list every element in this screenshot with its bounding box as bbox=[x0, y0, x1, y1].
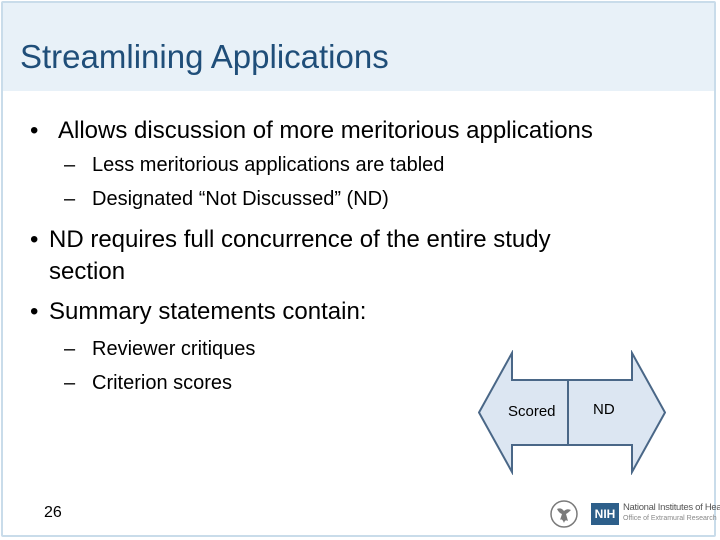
bullet-marker: • bbox=[30, 117, 39, 144]
sub-bullet-reviewer-critiques: Reviewer critiques bbox=[92, 338, 256, 360]
bullet-allows-discussion: Allows discussion of more meritorious ap… bbox=[58, 117, 593, 144]
sub-bullet-criterion-scores: Criterion scores bbox=[92, 372, 233, 394]
sub-bullet-not-discussed: Designated “Not Discussed” (ND) bbox=[92, 188, 389, 210]
dash-marker: – bbox=[64, 188, 76, 210]
bullet-nd-requires-line2: section bbox=[49, 258, 126, 285]
bullet-summary-statements: Summary statements contain: bbox=[49, 298, 367, 325]
nih-name: National Institutes of Health bbox=[623, 502, 720, 513]
bullet-marker: • bbox=[30, 298, 39, 325]
slide-title: Streamlining Applications bbox=[20, 38, 389, 75]
scored-label: Scored bbox=[508, 403, 556, 420]
hhs-eagle-icon bbox=[550, 500, 578, 528]
dash-marker: – bbox=[64, 154, 76, 176]
title-bar bbox=[3, 3, 714, 91]
nih-abbr: NIH bbox=[591, 503, 619, 525]
double-arrow-shape bbox=[477, 349, 667, 476]
dash-marker: – bbox=[64, 338, 76, 360]
scored-nd-arrow-diagram: Scored ND bbox=[477, 349, 667, 476]
nih-logo: NIH National Institutes of Health Office… bbox=[591, 500, 720, 528]
bullet-nd-requires-line1: ND requires full concurrence of the enti… bbox=[49, 226, 551, 253]
sub-bullet-tabled: Less meritorious applications are tabled bbox=[92, 154, 445, 176]
nd-label: ND bbox=[593, 401, 615, 418]
dash-marker: – bbox=[64, 372, 76, 394]
double-arrow-body bbox=[477, 349, 667, 476]
bullet-marker: • bbox=[30, 226, 39, 253]
nih-office: Office of Extramural Research bbox=[623, 515, 717, 522]
page-number: 26 bbox=[44, 504, 62, 521]
